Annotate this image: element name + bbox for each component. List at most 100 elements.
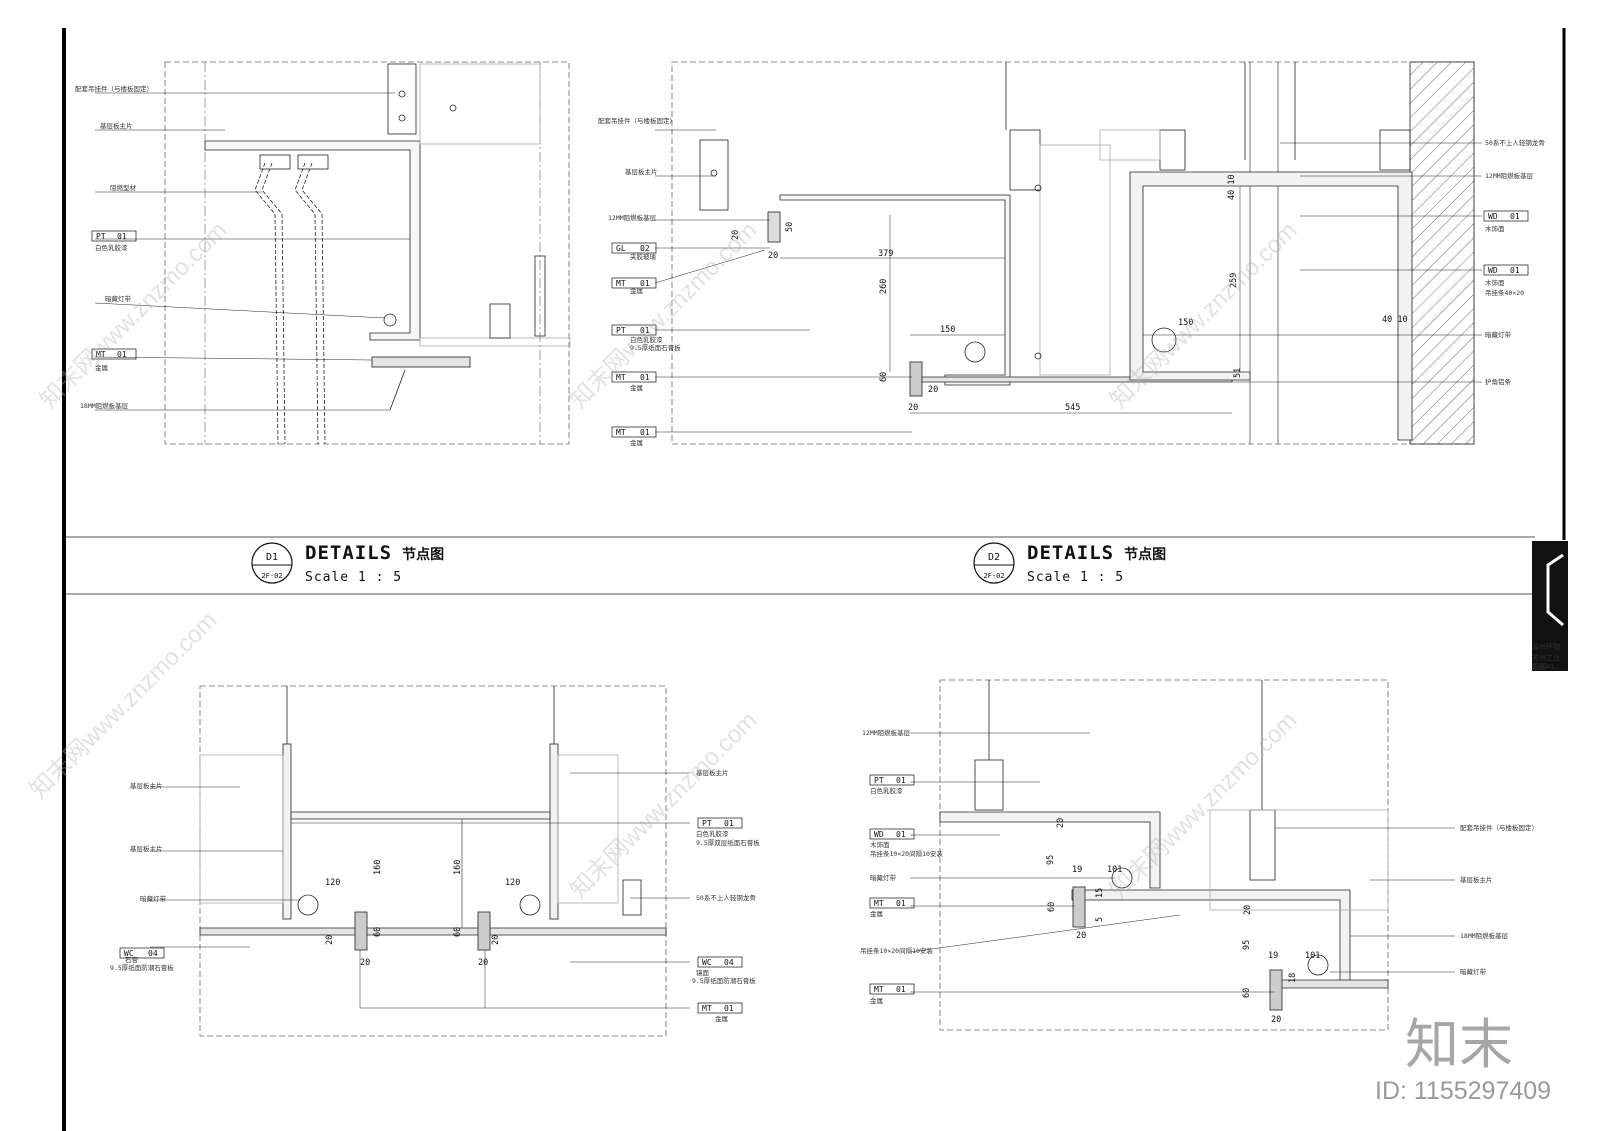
dim: 60 bbox=[1047, 902, 1057, 912]
d1-bottom-note-6: 基层板主片 bbox=[696, 768, 729, 777]
d1-bottom-dimensions: 120 160 160 120 60 60 20 20 20 20 bbox=[325, 860, 520, 968]
d1-top-note-4: 白色乳胶漆 bbox=[95, 243, 128, 252]
dim: 379 bbox=[878, 249, 893, 259]
tag-code: MT bbox=[616, 428, 626, 437]
d2-top-note-4: 夹胶玻璃 bbox=[630, 252, 657, 261]
detail-bubble-d1: D1 2F-02 bbox=[251, 542, 293, 584]
d1-bottom-note-5: 9.5厚纸面防潮石膏板 bbox=[110, 963, 174, 972]
tag-code: WD bbox=[1488, 266, 1498, 275]
d1-bottom-note-4: 石膏 bbox=[125, 955, 139, 964]
tag-gl-02: GL 02 bbox=[611, 242, 657, 254]
d2-top-note-7: 9.5厚纸面石膏板 bbox=[630, 343, 681, 352]
tag-code: WD bbox=[874, 830, 884, 839]
detail-ref: 2F-02 bbox=[983, 572, 1004, 580]
dim: 95 bbox=[1046, 855, 1056, 865]
detail-bubble-d2: D2 2F-02 bbox=[973, 542, 1015, 584]
d2-top-dimensions: 20 50 20 379 260 150 60 20 20 545 40 10 … bbox=[731, 174, 1408, 413]
title-block-email: E-MAIL: bbox=[1532, 663, 1559, 671]
d2-bottom-tags: PT 01 WD 01 MT 01 MT 01 bbox=[869, 774, 915, 995]
d1-bottom-note-10: 镜面 bbox=[696, 968, 710, 977]
d2-bottom-note-5: 暗藏灯带 bbox=[870, 873, 897, 882]
d1-top-note-5: 暗藏灯带 bbox=[105, 294, 132, 303]
dim: 20 bbox=[768, 251, 778, 261]
tag-code: MT bbox=[874, 985, 884, 994]
dim: 120 bbox=[325, 878, 340, 888]
tag-num: 01 bbox=[640, 373, 650, 382]
dim: 18 bbox=[1288, 973, 1298, 983]
tag-code: WD bbox=[1488, 212, 1498, 221]
detail-id: D1 bbox=[266, 552, 278, 563]
tag-code: WC bbox=[124, 949, 134, 958]
dim: 50 bbox=[785, 222, 795, 232]
detail-id: D2 bbox=[988, 552, 1000, 563]
d2-top-note-15: 暗藏灯带 bbox=[1485, 330, 1512, 339]
tag-num: 04 bbox=[148, 949, 158, 958]
tag-code: PT bbox=[616, 326, 626, 335]
tag-code: GL bbox=[616, 244, 626, 253]
detail-title-cn: 节点图 bbox=[1124, 547, 1167, 563]
dim: 95 bbox=[1242, 940, 1252, 950]
d1-bottom-note-1: 基层板主片 bbox=[130, 781, 163, 790]
tag-num: 01 bbox=[896, 830, 906, 839]
d1-top-note-2: 基层板主片 bbox=[100, 121, 133, 130]
tag-pt-01: PT 01 bbox=[611, 324, 657, 336]
d1-bottom-note-9: 50系不上人轻钢龙骨 bbox=[696, 893, 756, 902]
d1-top-tags: PT 01 MT 01 bbox=[91, 230, 137, 360]
tag-num: 01 bbox=[117, 232, 127, 241]
tag-wd-01: WD 01 bbox=[1483, 264, 1529, 276]
tag-num: 01 bbox=[640, 326, 650, 335]
d1-bottom-tags: WC 04 PT 01 WC 04 MT 01 bbox=[119, 817, 743, 1014]
dim: 20 bbox=[928, 385, 938, 395]
detail-title: DETAILS bbox=[1027, 542, 1115, 564]
tag-code: MT bbox=[616, 279, 626, 288]
d2-top-note-16: 护角铝条 bbox=[1485, 377, 1512, 386]
tag-num: 01 bbox=[896, 776, 906, 785]
d2-bottom-note-6: 金属 bbox=[870, 909, 883, 918]
detail-d1-top bbox=[94, 61, 571, 445]
tag-num: 01 bbox=[724, 819, 734, 828]
dim: 20 bbox=[908, 403, 918, 413]
dim: 60 bbox=[1242, 988, 1252, 998]
tag-num: 01 bbox=[640, 428, 650, 437]
tag-num: 02 bbox=[640, 244, 650, 253]
dim: 259 bbox=[1229, 273, 1239, 288]
tag-num: 01 bbox=[724, 1004, 734, 1013]
dim: 20 bbox=[731, 230, 741, 240]
dim: 260 bbox=[879, 279, 889, 294]
d2-top-note-5: 金属 bbox=[630, 286, 643, 295]
detail-title: DETAILS bbox=[305, 542, 393, 564]
d2-top-note-1: 配套吊挂件（与楼板固定） bbox=[598, 116, 676, 125]
d1-top-annotations: 配套吊挂件（与楼板固定） 基层板主片 阻燃型材 白色乳胶漆 暗藏灯带 金属 18… bbox=[75, 84, 153, 410]
dim: 160 bbox=[453, 860, 463, 875]
d1-bottom-note-8: 9.5厚双层纸面石膏板 bbox=[696, 838, 760, 847]
tag-num: 01 bbox=[1510, 212, 1520, 221]
dim: 60 bbox=[879, 372, 889, 382]
d1-top-note-7: 18MM阻燃板基层 bbox=[80, 401, 129, 410]
title-block-company: 苏州环物 bbox=[1532, 643, 1560, 651]
tag-code: PT bbox=[874, 776, 884, 785]
dim: 40 10 bbox=[1382, 315, 1408, 325]
detail-d1-bottom bbox=[150, 685, 690, 1037]
d2-top-note-10: 50系不上人轻钢龙骨 bbox=[1485, 138, 1545, 147]
d1-top-note-6: 金属 bbox=[95, 363, 108, 372]
d1-top-note-3: 阻燃型材 bbox=[110, 183, 137, 192]
d2-top-note-8: 金属 bbox=[630, 383, 643, 392]
dim: 20 bbox=[478, 958, 488, 968]
d2-bottom-note-3: 木饰面 bbox=[870, 840, 890, 849]
tag-code: PT bbox=[702, 819, 712, 828]
dim: 60 bbox=[373, 927, 383, 937]
d1-bottom-note-2: 基层板主片 bbox=[130, 844, 163, 853]
d2-bottom-note-7: 吊挂条10×20间隔10安装 bbox=[860, 946, 933, 955]
d1-bottom-annotations: 基层板主片 基层板主片 暗藏灯带 石膏 9.5厚纸面防潮石膏板 基层板主片 白色… bbox=[110, 768, 760, 1023]
d2-top-note-3: 12MM阻燃板基层 bbox=[608, 213, 657, 222]
dim: 20 bbox=[325, 935, 335, 945]
dim: 101 bbox=[1305, 951, 1320, 961]
dim: 20 bbox=[1056, 818, 1066, 828]
dim: 20 bbox=[1243, 905, 1253, 915]
detail-ref: 2F-02 bbox=[261, 572, 282, 580]
title-block-address: 苏州工业园区 bbox=[1532, 654, 1560, 671]
d2-top-annotations: 配套吊挂件（与楼板固定） 基层板主片 12MM阻燃板基层 夹胶玻璃 金属 白色乳… bbox=[598, 116, 1545, 447]
d2-bottom-note-8: 金属 bbox=[870, 996, 883, 1005]
